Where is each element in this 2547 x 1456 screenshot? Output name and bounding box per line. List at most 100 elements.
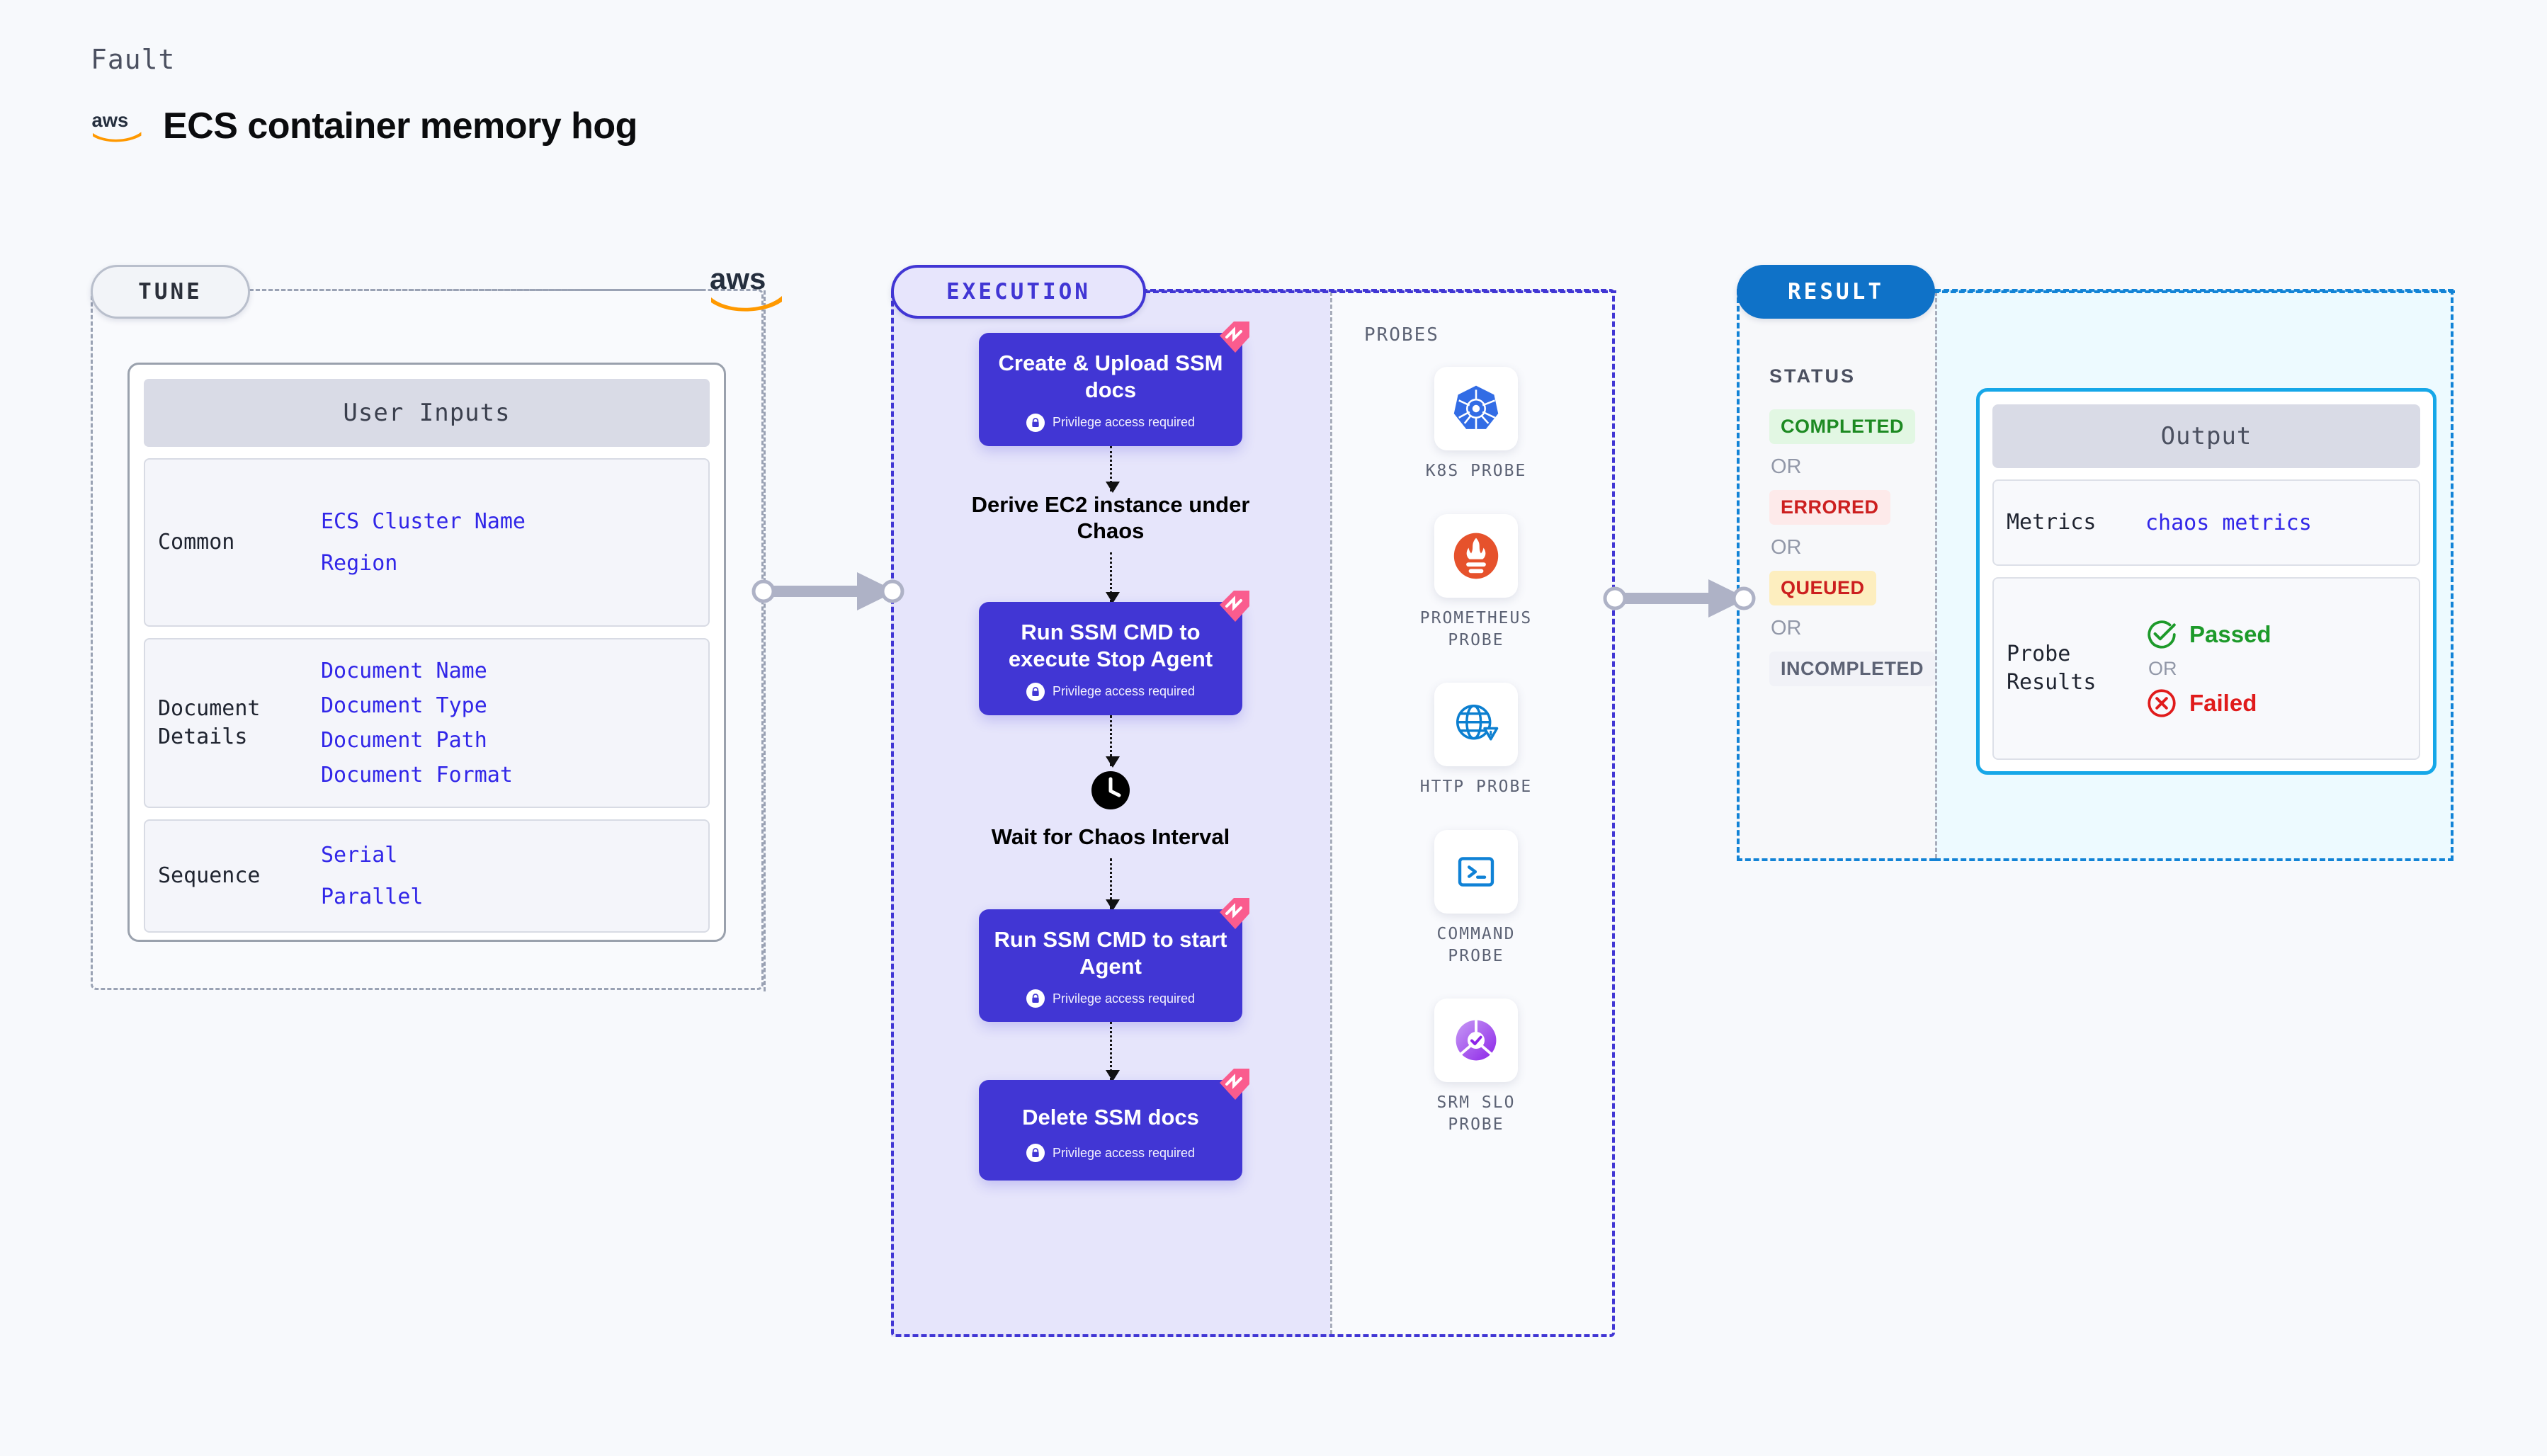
tune-group-label: Common [158, 529, 235, 554]
execution-node-title: Run SSM CMD to start Agent [994, 926, 1227, 979]
probe-result-passed: Passed [2145, 618, 2271, 651]
user-inputs-title: User Inputs [144, 379, 710, 447]
execution-node[interactable]: Create & Upload SSM docs Privilege acces… [979, 322, 1249, 446]
execution-node-privilege: Privilege access required [992, 1144, 1230, 1163]
execution-flow: Create & Upload SSM docs Privilege acces… [891, 322, 1330, 1181]
probe-name: PROMETHEUS PROBE [1419, 609, 1533, 650]
user-inputs-card: User Inputs Common ECS Cluster Name Regi… [127, 363, 726, 942]
or-separator: OR [1771, 455, 1802, 478]
tune-group-label: Sequence [158, 863, 261, 888]
aws-vertical-dash [764, 290, 766, 991]
aws-logo-icon: aws [92, 109, 142, 142]
probe-tile [1434, 683, 1518, 766]
execution-pill-label: EXECUTION [946, 279, 1091, 305]
status-badge-incompleted: INCOMPLETED [1769, 652, 1936, 686]
tune-value[interactable]: Document Format [321, 763, 513, 787]
execution-plain-step: Wait for Chaos Interval [976, 770, 1245, 850]
probe-tile [1434, 367, 1518, 450]
tune-value[interactable]: Document Name [321, 659, 487, 683]
execution-node[interactable]: Run SSM CMD to start Agent Privilege acc… [979, 897, 1249, 1023]
execution-node[interactable]: Delete SSM docs Privilege access require… [979, 1069, 1249, 1181]
execution-node-title: Delete SSM docs [1022, 1105, 1199, 1130]
lock-icon [1026, 413, 1045, 432]
flow-arrow [1105, 858, 1120, 911]
connector-execution-to-result [1603, 579, 1756, 618]
status-badge-errored: ERRORED [1769, 490, 1890, 525]
fault-title-row: aws ECS container memory hog [91, 105, 638, 147]
litmus-ribbon-icon [1220, 1069, 1249, 1100]
privilege-text: Privilege access required [1052, 1145, 1196, 1160]
privilege-text: Privilege access required [1052, 991, 1196, 1006]
page-header: Fault aws ECS container memory hog [91, 44, 637, 147]
metrics-label: Metrics [2007, 509, 2097, 535]
tune-group-sequence: Sequence Serial Parallel [144, 819, 710, 933]
flow-arrow [1105, 715, 1120, 768]
execution-top-dash [1145, 290, 1616, 293]
probe-tile [1434, 514, 1518, 598]
tune-group-values: Document Name Document Type Document Pat… [321, 659, 513, 787]
fault-kicker: Fault [91, 44, 176, 75]
probe-result-failed: Failed [2145, 687, 2271, 720]
tune-value[interactable]: Document Path [321, 728, 487, 753]
execution-node-privilege: Privilege access required [992, 682, 1230, 701]
tune-value[interactable]: Document Type [321, 693, 487, 718]
svg-text:aws: aws [710, 262, 766, 295]
probe-tile [1434, 999, 1518, 1082]
tune-value[interactable]: Serial [321, 843, 398, 868]
tune-pill[interactable]: TUNE [91, 265, 250, 319]
svg-text:aws: aws [92, 109, 129, 131]
execution-node-title: Run SSM CMD to execute Stop Agent [1008, 620, 1213, 671]
result-pill[interactable]: RESULT [1737, 265, 1935, 319]
tune-value[interactable]: ECS Cluster Name [321, 509, 526, 534]
lock-icon [1026, 989, 1045, 1008]
tune-top-dash [249, 289, 703, 291]
page-title: ECS container memory hog [163, 106, 637, 147]
tune-group-values: Serial Parallel [321, 843, 424, 909]
probe-name: HTTP PROBE [1419, 778, 1533, 796]
x-circle-icon [2148, 688, 2176, 717]
probe-tile [1434, 830, 1518, 914]
tune-group-common: Common ECS Cluster Name Region [144, 458, 710, 627]
probe-results-values: Passed OR Failed [2145, 618, 2271, 720]
execution-pill[interactable]: EXECUTION [891, 265, 1146, 319]
check-circle-icon [2148, 620, 2176, 649]
lock-icon [1026, 1144, 1045, 1163]
tune-group-label: Document Details [158, 695, 261, 750]
probe-name: COMMAND PROBE [1436, 925, 1516, 966]
probe-item-command[interactable]: COMMAND PROBE [1434, 830, 1519, 967]
status-badge-queued: QUEUED [1769, 571, 1876, 605]
execution-step-title: Derive EC2 instance under Chaos [971, 491, 1250, 543]
aws-logo-icon: aws [710, 262, 782, 312]
probe-item-prometheus[interactable]: PROMETHEUS PROBE [1420, 514, 1531, 652]
output-group-probe-results: Probe Results Passed OR Failed [1992, 577, 2420, 760]
srm-slo-icon [1456, 1020, 1497, 1061]
probes-fill [1330, 289, 1615, 1337]
result-top-dash [1934, 290, 2455, 293]
probe-item-http[interactable]: HTTP PROBE [1420, 683, 1531, 798]
probes-column: PROBES K8S PROBE PROMETHEU [1330, 289, 1615, 1337]
terminal-icon [1458, 857, 1494, 887]
probe-item-srm-slo[interactable]: SRM SLO PROBE [1434, 999, 1519, 1136]
execution-node-privilege: Privilege access required [992, 413, 1230, 432]
tune-group-document-details: Document Details Document Name Document … [144, 638, 710, 808]
tune-value[interactable]: Parallel [321, 885, 424, 909]
or-separator: OR [1771, 617, 1802, 639]
output-group-metrics: Metrics chaos metrics [1992, 479, 2420, 566]
http-globe-warning-icon [1456, 705, 1499, 741]
execution-step-title: Wait for Chaos Interval [991, 824, 1230, 849]
status-badge-completed: COMPLETED [1769, 409, 1916, 444]
tune-pill-label: TUNE [138, 279, 203, 305]
execution-plain-step: Derive EC2 instance under Chaos [962, 491, 1259, 544]
execution-node-title: Create & Upload SSM docs [998, 351, 1223, 402]
metrics-value[interactable]: chaos metrics [2145, 510, 2312, 535]
passed-label: Passed [2189, 620, 2271, 647]
privilege-text: Privilege access required [1052, 684, 1196, 699]
probe-item-k8s[interactable]: K8S PROBE [1426, 367, 1525, 482]
output-card: Output Metrics chaos metrics Probe Resul… [1976, 388, 2437, 775]
status-list: COMPLETED OR ERRORED OR QUEUED OR INCOMP… [1769, 409, 1936, 686]
tune-value[interactable]: Region [321, 551, 398, 576]
output-title: Output [1992, 404, 2420, 468]
execution-node[interactable]: Run SSM CMD to execute Stop Agent Privil… [979, 591, 1249, 715]
lock-icon [1026, 682, 1045, 701]
probe-name: K8S PROBE [1425, 462, 1527, 480]
